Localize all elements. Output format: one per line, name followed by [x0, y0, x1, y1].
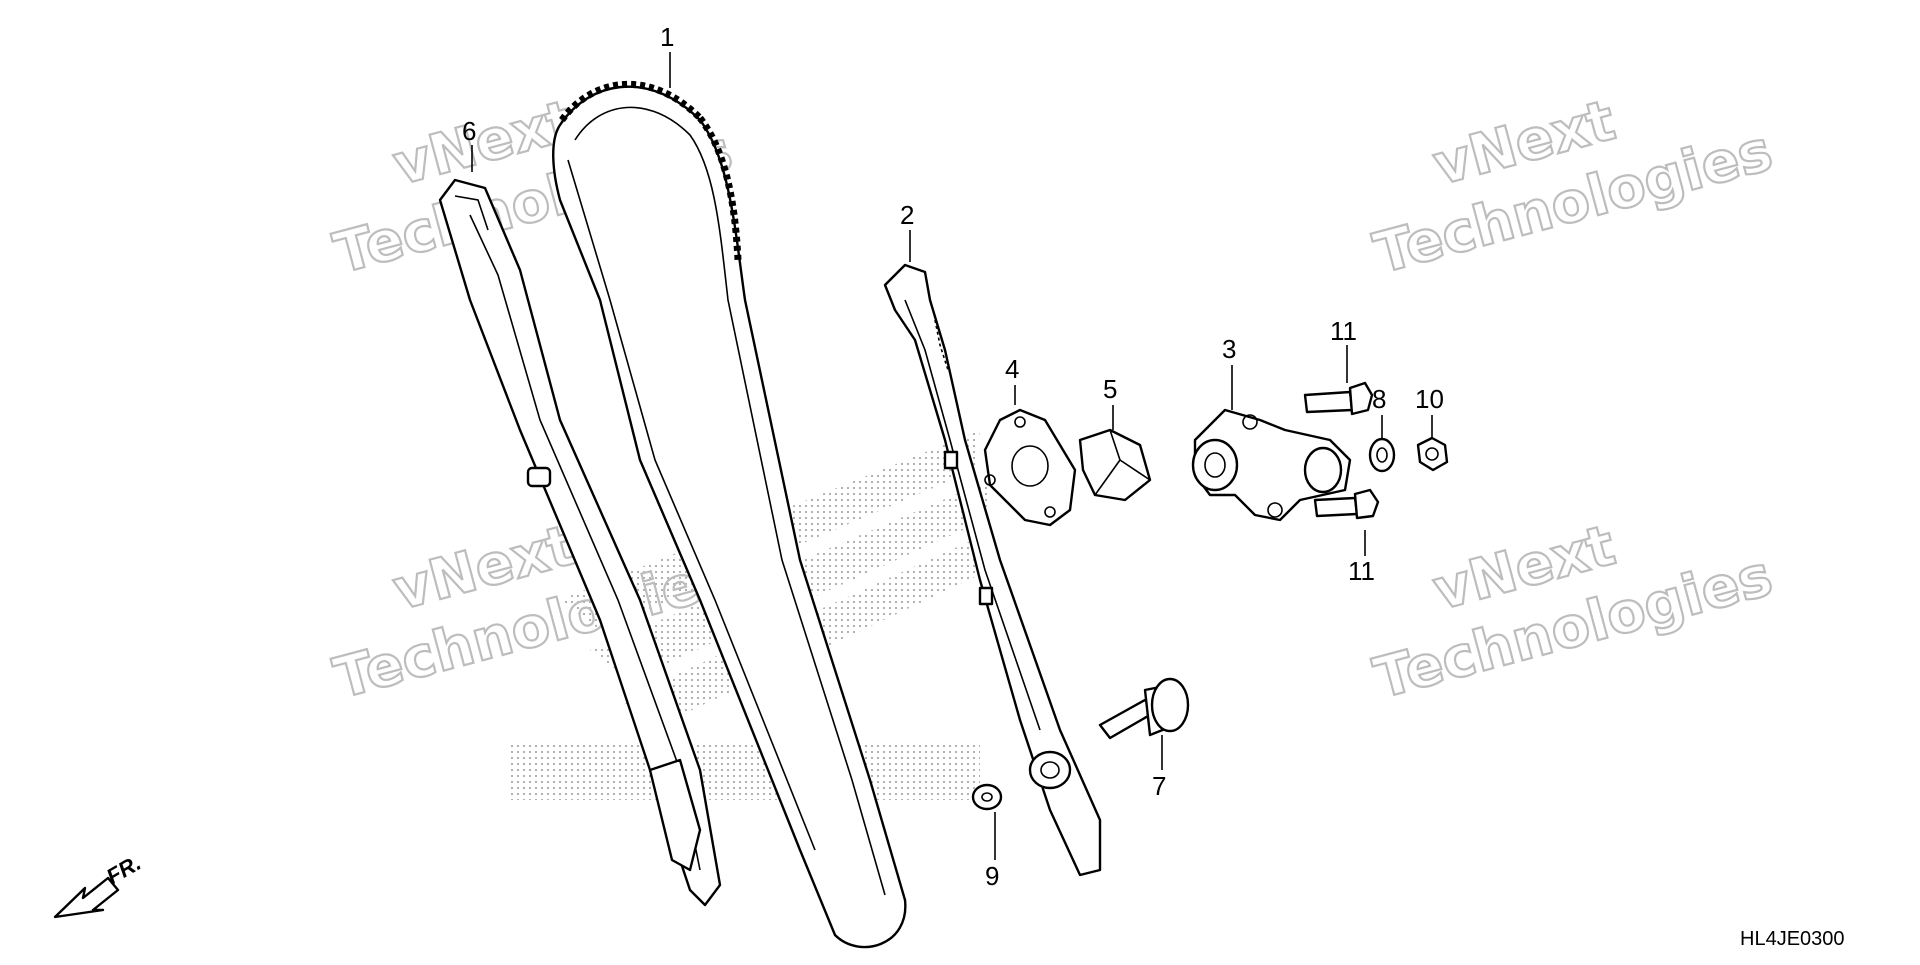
callout-8: 8	[1372, 384, 1386, 414]
part-1-cam-chain[interactable]	[552, 81, 907, 949]
callout-3: 3	[1222, 334, 1236, 364]
diagram-code: HL4JE0300	[1740, 928, 1845, 950]
leader-lines	[471, 52, 1433, 860]
part-10-nut[interactable]	[1416, 436, 1449, 472]
part-6-chain-guide[interactable]	[438, 178, 722, 907]
front-indicator: FR.	[53, 850, 145, 919]
callout-4: 4	[1005, 354, 1019, 384]
callout-7: 7	[1152, 771, 1166, 801]
callout-9: 9	[985, 861, 999, 891]
callout-labels: 1 6 2 4 5 3 11 11 8 10 7 9	[462, 22, 1444, 891]
callout-2: 2	[900, 200, 914, 230]
part-2-tensioner-arm[interactable]	[883, 263, 1102, 877]
callout-10: 10	[1415, 384, 1444, 414]
part-5-collar[interactable]	[1078, 428, 1152, 502]
callout-5: 5	[1103, 374, 1117, 404]
part-4-gasket[interactable]	[983, 408, 1077, 527]
callout-6: 6	[462, 116, 476, 146]
callout-11-upper: 11	[1330, 316, 1357, 346]
part-7-pivot-bolt[interactable]	[1098, 677, 1190, 740]
part-8-washer[interactable]	[1368, 437, 1396, 473]
part-9-washer[interactable]	[971, 783, 1003, 811]
front-arrow-icon	[53, 876, 120, 919]
callout-1: 1	[660, 22, 674, 52]
part-11-bolt-upper[interactable]	[1303, 381, 1374, 416]
part-11-bolt-lower[interactable]	[1313, 488, 1380, 520]
part-3-tensioner-lifter[interactable]	[1191, 408, 1352, 522]
callout-11-lower: 11	[1348, 556, 1375, 586]
